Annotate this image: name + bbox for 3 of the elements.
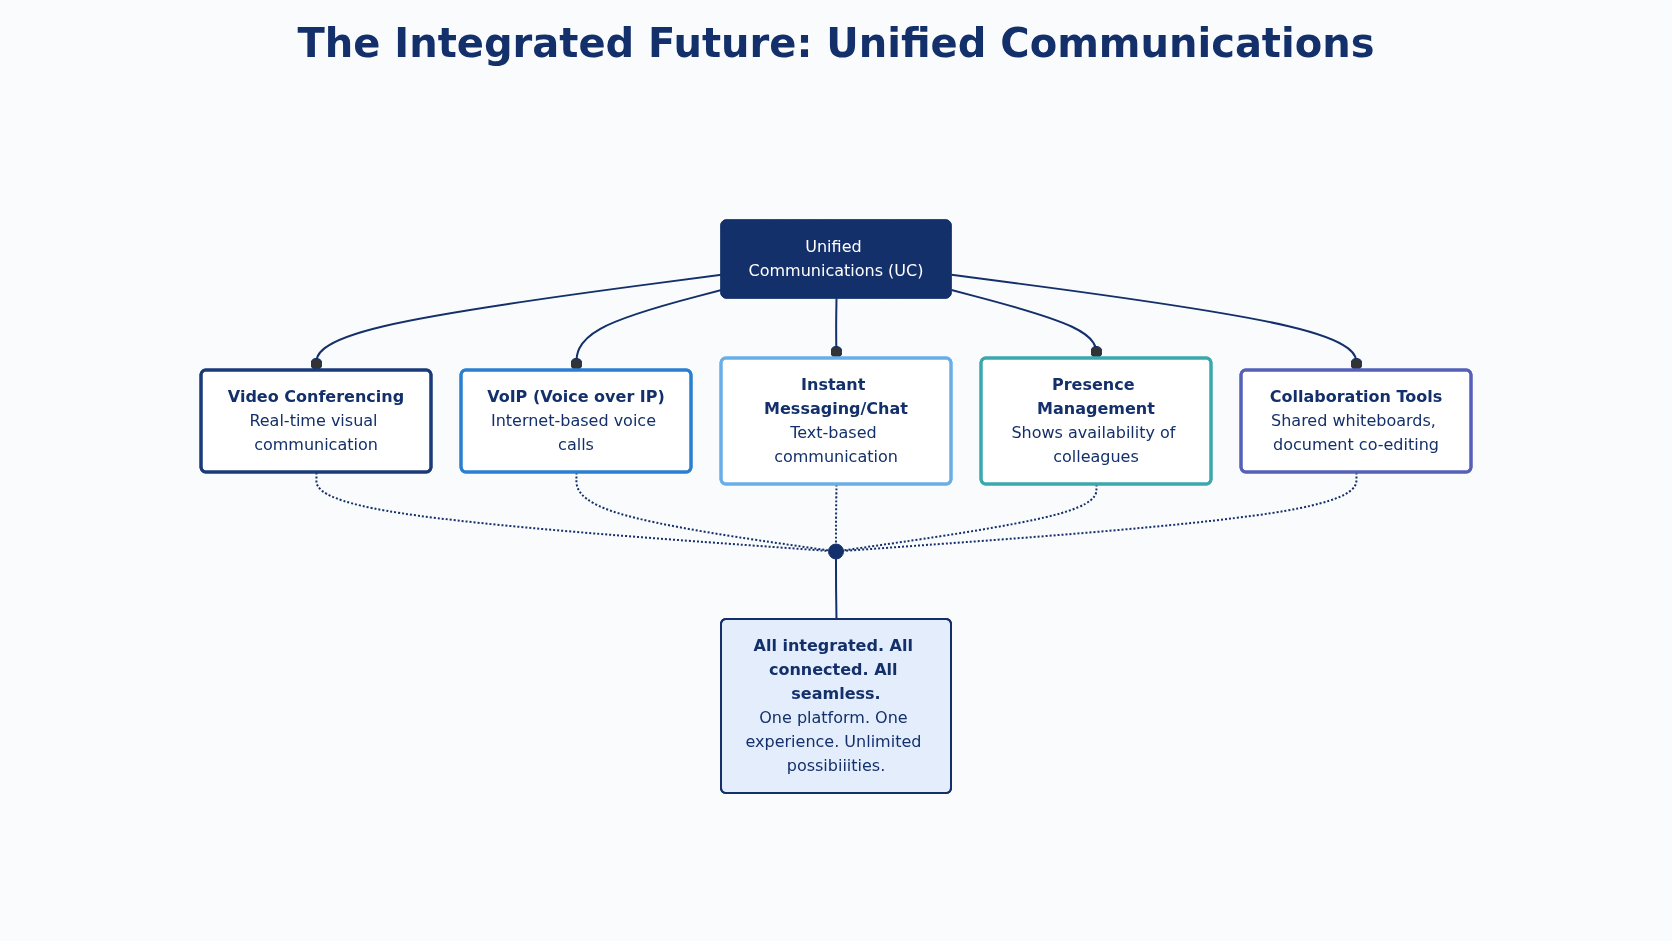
title: The Integrated Future: Unified Communications bbox=[297, 20, 1375, 66]
connector bbox=[835, 558, 838, 621]
node-circle bbox=[828, 543, 844, 560]
